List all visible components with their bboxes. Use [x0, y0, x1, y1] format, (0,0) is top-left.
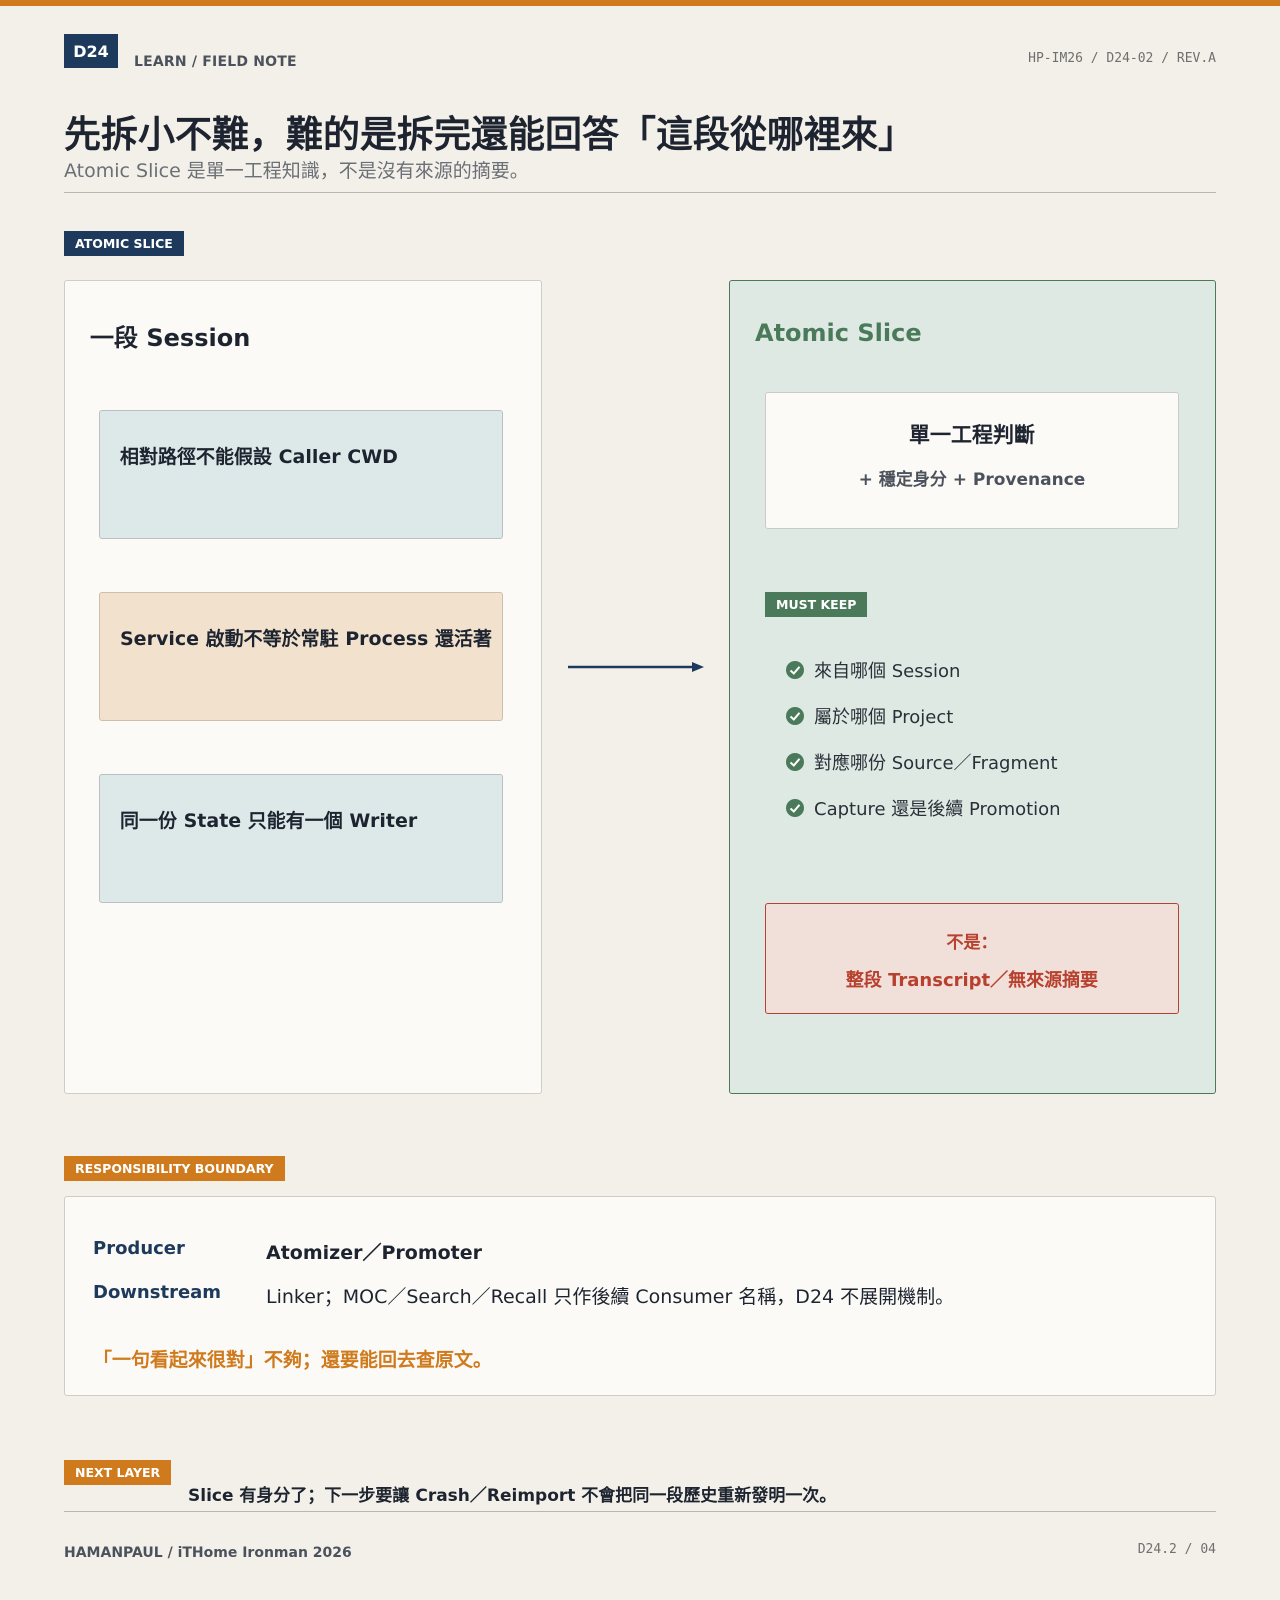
- day-badge: D24: [64, 34, 118, 68]
- section-tag-responsibility: RESPONSIBILITY BOUNDARY: [64, 1156, 285, 1181]
- responsibility-quote: 「一句看起來很對」不夠；還要能回去查原文。: [93, 1349, 493, 1371]
- session-card-text: 同一份 State 只能有一個 Writer: [120, 810, 418, 832]
- downstream-label: Downstream: [93, 1282, 222, 1303]
- must-keep-text: 對應哪份 Source／Fragment: [814, 753, 1058, 774]
- not-this-label: 不是：: [946, 933, 998, 953]
- judgement-subtitle: + 穩定身分 + Provenance: [858, 470, 1086, 490]
- must-keep-item: 來自哪個 Session: [786, 647, 1061, 693]
- producer-value: Atomizer／Promoter: [266, 1242, 483, 1264]
- judgement-box: 單一工程判斷 + 穩定身分 + Provenance: [765, 392, 1179, 529]
- check-icon: [786, 753, 804, 771]
- must-keep-item: 對應哪份 Source／Fragment: [786, 739, 1061, 785]
- page-subtitle: Atomic Slice 是單一工程知識，不是沒有來源的摘要。: [64, 160, 529, 182]
- atomic-slice-title: Atomic Slice: [755, 319, 922, 347]
- not-this-text: 整段 Transcript／無來源摘要: [845, 970, 1099, 991]
- check-icon: [786, 707, 804, 725]
- producer-label: Producer: [93, 1238, 185, 1259]
- header-divider: [64, 192, 1216, 193]
- document-reference: HP-IM26 / D24-02 / REV.A: [1028, 51, 1216, 66]
- responsibility-box: [64, 1196, 1216, 1396]
- session-panel-title: 一段 Session: [90, 324, 251, 352]
- top-accent-bar: [0, 0, 1280, 6]
- footer-credit: HAMANPAUL / iTHome Ironman 2026: [64, 1545, 352, 1561]
- must-keep-item: Capture 還是後續 Promotion: [786, 785, 1061, 831]
- page-title: 先拆小不難，難的是拆完還能回答「這段從哪裡來」: [64, 113, 915, 156]
- footer-page-number: D24.2 / 04: [1137, 1542, 1216, 1557]
- check-icon: [786, 661, 804, 679]
- breadcrumb: LEARN / FIELD NOTE: [134, 54, 297, 70]
- not-this-box: 不是： 整段 Transcript／無來源摘要: [765, 903, 1179, 1014]
- judgement-title: 單一工程判斷: [909, 423, 1035, 447]
- check-icon: [786, 799, 804, 817]
- session-card: 相對路徑不能假設 Caller CWD: [99, 410, 503, 539]
- session-card: Service 啟動不等於常駐 Process 還活著: [99, 592, 503, 721]
- must-keep-tag: MUST KEEP: [765, 592, 868, 617]
- session-card: 同一份 State 只能有一個 Writer: [99, 774, 503, 903]
- must-keep-item: 屬於哪個 Project: [786, 693, 1061, 739]
- downstream-value: Linker；MOC／Search／Recall 只作後續 Consumer 名…: [266, 1286, 955, 1308]
- section-tag-next-layer: NEXT LAYER: [64, 1460, 172, 1485]
- section-tag-atomic-slice: ATOMIC SLICE: [64, 231, 184, 256]
- session-card-text: Service 啟動不等於常駐 Process 還活著: [120, 628, 492, 650]
- must-keep-text: 屬於哪個 Project: [814, 707, 954, 728]
- must-keep-text: 來自哪個 Session: [814, 661, 961, 682]
- must-keep-list: 來自哪個 Session 屬於哪個 Project 對應哪份 Source／Fr…: [786, 647, 1061, 831]
- session-card-text: 相對路徑不能假設 Caller CWD: [120, 446, 398, 468]
- footer-divider: [64, 1511, 1216, 1512]
- next-layer-text: Slice 有身分了；下一步要讓 Crash／Reimport 不會把同一段歷史…: [188, 1486, 837, 1506]
- must-keep-text: Capture 還是後續 Promotion: [814, 799, 1061, 820]
- transform-arrow-icon: [568, 662, 704, 672]
